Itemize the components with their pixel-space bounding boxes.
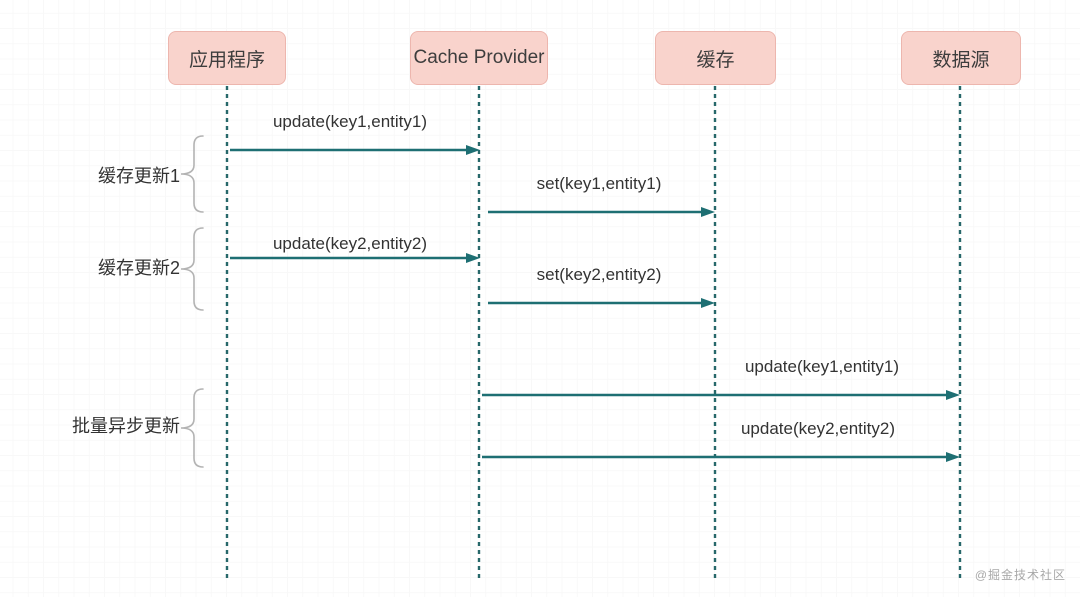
actor-box-cache: 缓存 [655,31,776,85]
group-brace-1 [180,135,204,213]
group-label-batch-async-update: 批量异步更新 [72,416,180,436]
actor-label-cache-provider: Cache Provider [413,47,545,68]
message-label-batch-update-key2: update(key2,entity2) [740,419,896,438]
message-label-set-key1: set(key1,entity1) [536,174,662,193]
actor-box-app: 应用程序 [168,31,286,85]
watermark-text: @掘金技术社区 [974,568,1066,582]
message-label-batch-update-key1: update(key1,entity1) [744,357,900,376]
actor-box-cache-provider: Cache Provider [410,31,548,85]
group-brace-2 [180,227,204,311]
group-label-cache-update-2: 缓存更新2 [97,258,180,278]
actor-label-cache: 缓存 [696,49,735,71]
group-brace-3 [180,388,204,468]
actor-label-datasource: 数据源 [932,49,990,71]
message-label-update-key1: update(key1,entity1) [272,112,428,131]
group-label-cache-update-1: 缓存更新1 [97,166,180,186]
actor-box-datasource: 数据源 [901,31,1021,85]
message-label-set-key2: set(key2,entity2) [536,265,662,284]
message-label-update-key2: update(key2,entity2) [272,234,428,253]
actor-label-app: 应用程序 [188,49,265,71]
